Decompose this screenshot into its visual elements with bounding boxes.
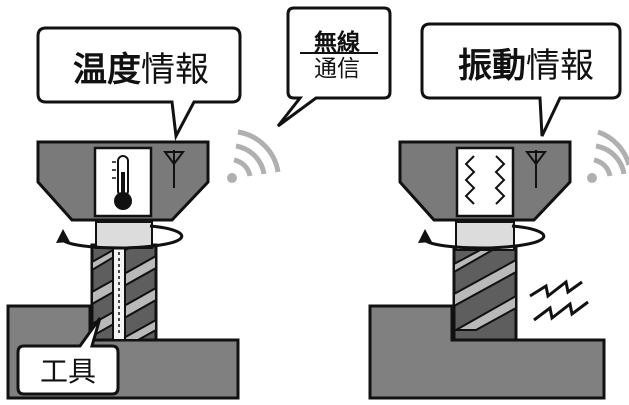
thermometer-icon <box>93 146 153 218</box>
wifi-icon <box>227 129 281 183</box>
temperature-bubble <box>36 26 242 141</box>
vibration-bubble <box>420 22 622 137</box>
antenna-icon <box>163 150 185 188</box>
vibration-bold-text: 振動 <box>458 45 526 86</box>
antenna-icon <box>525 150 547 188</box>
vibration-info-label: 振動情報 <box>429 34 623 90</box>
right-workpiece <box>368 304 606 400</box>
left-shank <box>95 221 153 249</box>
tool-label: 工具 <box>39 355 96 388</box>
wireless-line2: 通信 <box>314 56 360 82</box>
tool-bubble <box>16 317 120 396</box>
wireless-bubble <box>276 6 392 128</box>
right-shank <box>455 221 515 251</box>
wireless-communication-label: 無線 通信 <box>283 14 391 98</box>
vibration-zigzag-icon <box>529 279 589 322</box>
vibration-wave-icon <box>455 146 515 218</box>
right-tool-assembly <box>368 129 629 400</box>
vibration-info-text: 情報 <box>526 45 594 86</box>
temperature-info-label: 温度情報 <box>44 38 238 94</box>
temperature-bold-text: 温度 <box>73 49 141 90</box>
wifi-icon <box>587 129 629 183</box>
rotation-arrow-icon <box>418 224 546 250</box>
rotation-arrow-icon <box>56 224 184 250</box>
wireless-line1: 無線 <box>314 29 360 56</box>
right-drill <box>452 246 518 342</box>
temperature-info-text: 情報 <box>141 49 209 90</box>
